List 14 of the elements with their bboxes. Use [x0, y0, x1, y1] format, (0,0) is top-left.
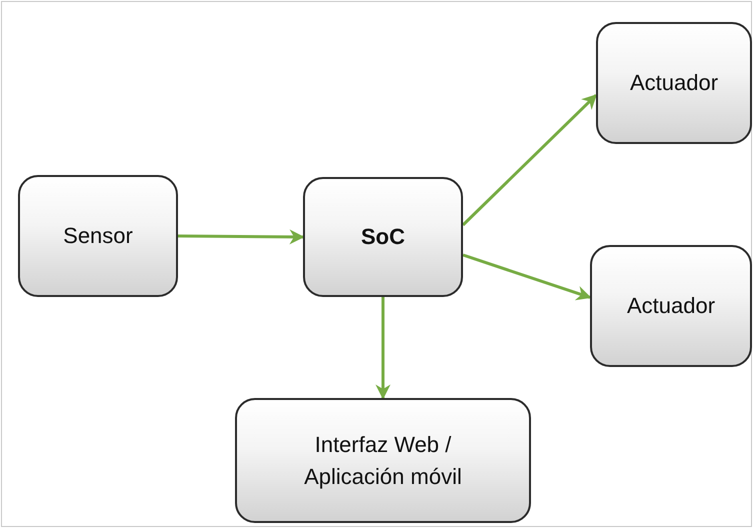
arrow	[462, 94, 598, 226]
node-label: Actuador	[626, 292, 716, 320]
node-label: Actuador	[628, 69, 720, 98]
node-label: SoC	[360, 223, 406, 252]
arrow	[462, 254, 592, 300]
process-box	[590, 245, 752, 367]
arrow	[376, 297, 390, 400]
process-box	[303, 177, 463, 297]
node-label: Interfaz Web / Aplicación móvil	[303, 430, 463, 491]
process-box	[235, 398, 531, 523]
node-label: Sensor	[62, 222, 134, 250]
arrow	[178, 229, 304, 244]
process-box	[596, 22, 752, 144]
process-box	[18, 175, 178, 297]
